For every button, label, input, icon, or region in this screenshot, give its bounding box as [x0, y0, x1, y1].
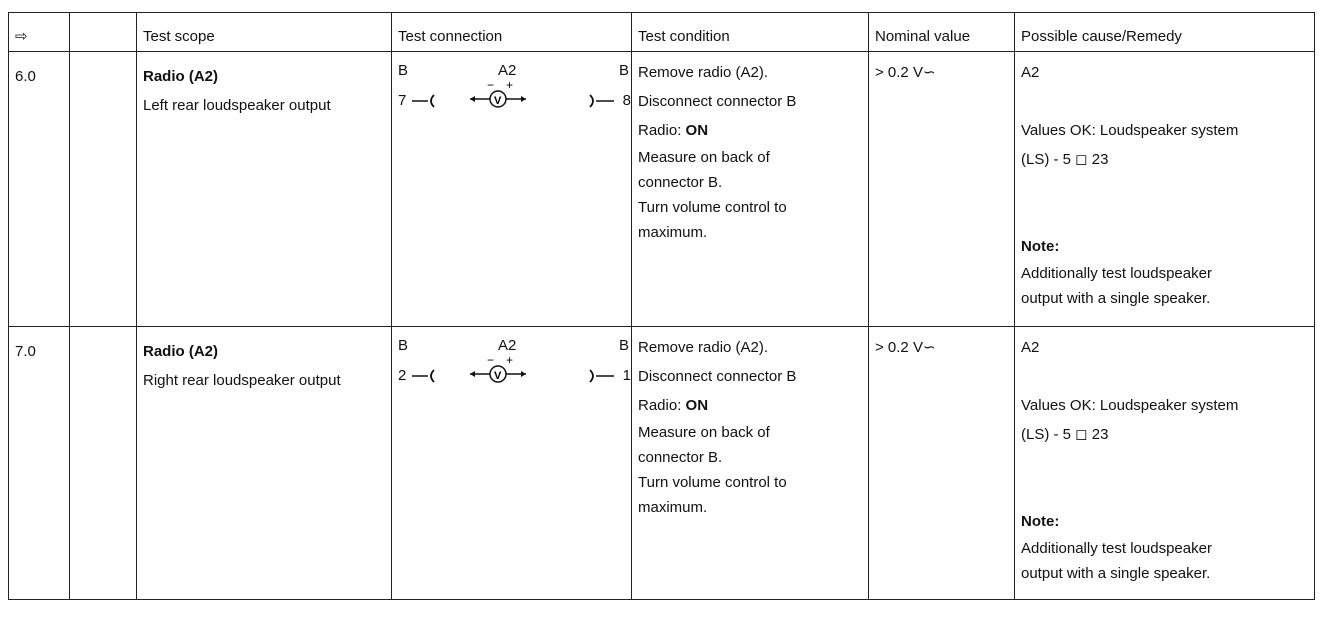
note-title: Note:	[1021, 238, 1060, 255]
voltmeter-icon: V − +	[412, 78, 614, 108]
header-test-scope: Test scope	[136, 12, 392, 52]
header-blank-cell	[69, 12, 137, 52]
remedy-cell: A2 Values OK: Loudspeaker system (LS) - …	[1014, 326, 1315, 600]
test-condition-cell: Remove radio (A2). Disconnect connector …	[631, 326, 869, 600]
test-scope-cell: Radio (A2) Left rear loudspeaker output	[136, 51, 392, 327]
right-pin-label: 1	[622, 367, 631, 384]
svg-text:V: V	[494, 95, 502, 107]
left-pin-label: 2	[398, 367, 407, 384]
scope-title: Radio (A2)	[143, 343, 218, 360]
note-title: Note:	[1021, 513, 1060, 530]
header-test-condition: Test condition	[631, 12, 869, 52]
header-arrow-cell: ⇨	[8, 12, 70, 52]
step-number-cell: 7.0	[8, 326, 70, 600]
voltmeter-icon: V − +	[412, 353, 614, 383]
scope-title: Radio (A2)	[143, 68, 218, 85]
nominal-value-cell: > 0.2 V∽	[868, 51, 1015, 327]
connection-diagram: B A2 B 7 8 V − +	[392, 52, 631, 122]
meter-label: A2	[498, 337, 517, 354]
table-row: 6.0 Radio (A2) Left rear loudspeaker out…	[8, 51, 1315, 327]
left-connector-label: B	[398, 337, 409, 354]
test-scope-cell: Radio (A2) Right rear loudspeaker output	[136, 326, 392, 600]
nominal-value: > 0.2 V∽	[875, 64, 936, 81]
scope-description: Left rear loudspeaker output	[143, 97, 331, 114]
radio-state: ON	[685, 397, 709, 414]
step-number: 7.0	[15, 343, 36, 360]
left-connector-label: B	[398, 62, 409, 79]
header-remedy: Possible cause/Remedy	[1014, 12, 1315, 52]
svg-text:+: +	[506, 78, 513, 92]
step-number: 6.0	[15, 68, 36, 85]
left-pin-label: 7	[398, 92, 407, 109]
test-table: ⇨ Test scope Test connection Test condit…	[8, 12, 1315, 600]
test-connection-cell: B A2 B 2 1 V − +	[391, 326, 632, 600]
blank-cell	[69, 326, 137, 600]
header-nominal-value: Nominal value	[868, 12, 1015, 52]
table-header-row: ⇨ Test scope Test connection Test condit…	[8, 12, 1315, 52]
right-pin-label: 8	[622, 92, 631, 109]
svg-text:−: −	[487, 78, 494, 92]
svg-text:+: +	[506, 353, 513, 367]
test-connection-cell: B A2 B 7 8 V − +	[391, 51, 632, 327]
right-connector-label: B	[618, 337, 629, 354]
remedy-component: A2	[1021, 64, 1040, 81]
step-number-cell: 6.0	[8, 51, 70, 327]
test-condition-cell: Remove radio (A2). Disconnect connector …	[631, 51, 869, 327]
table-row: 7.0 Radio (A2) Right rear loudspeaker ou…	[8, 326, 1315, 600]
blank-cell	[69, 51, 137, 327]
header-test-connection: Test connection	[391, 12, 632, 52]
connection-diagram: B A2 B 2 1 V − +	[392, 327, 631, 397]
meter-label: A2	[498, 62, 517, 79]
radio-state: ON	[685, 122, 709, 139]
arrow-icon: ⇨	[15, 28, 28, 45]
svg-text:−: −	[487, 353, 494, 367]
remedy-component: A2	[1021, 339, 1040, 356]
nominal-value: > 0.2 V∽	[875, 339, 936, 356]
svg-text:V: V	[494, 370, 502, 382]
remedy-cell: A2 Values OK: Loudspeaker system (LS) - …	[1014, 51, 1315, 327]
right-connector-label: B	[618, 62, 629, 79]
scope-description: Right rear loudspeaker output	[143, 372, 341, 389]
nominal-value-cell: > 0.2 V∽	[868, 326, 1015, 600]
